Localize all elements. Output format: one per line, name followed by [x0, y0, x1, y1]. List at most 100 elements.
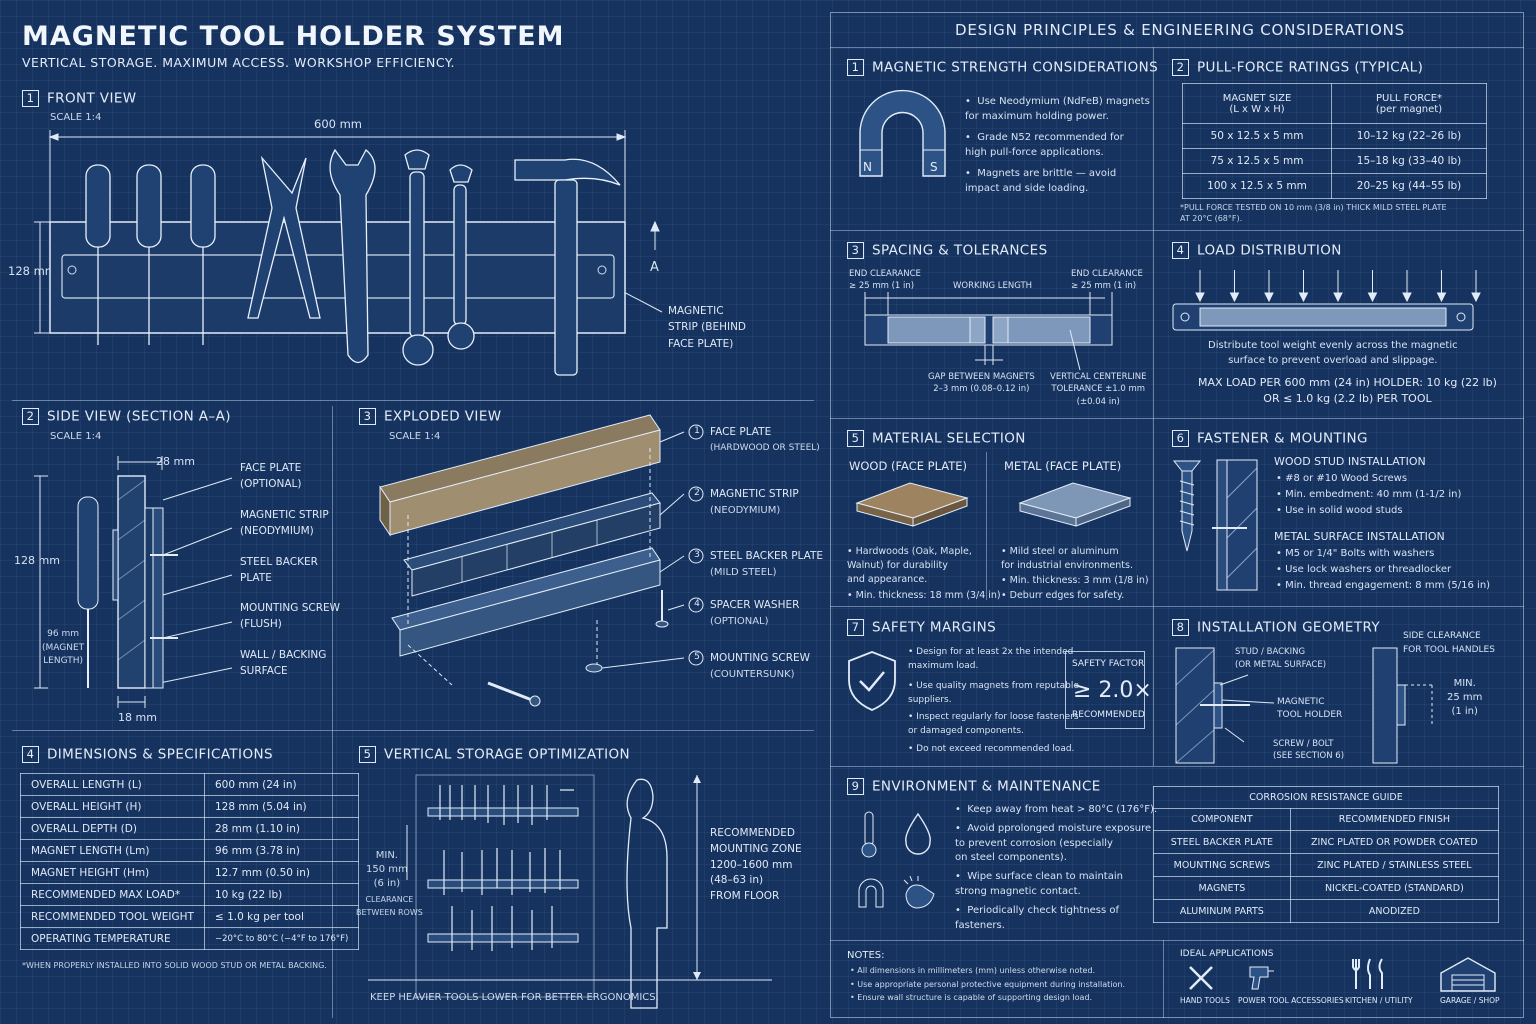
spec-label: MAGNET LENGTH (Lm) [20, 839, 205, 862]
s1-bullet-2: • Grade N52 recommended for high pull-fo… [965, 132, 1124, 158]
page-subtitle: VERTICAL STORAGE. MAXIMUM ACCESS. WORKSH… [22, 55, 455, 70]
spec-label: MAGNET HEIGHT (Hm) [20, 861, 205, 884]
corrosion-header-finish: RECOMMENDED FINISH [1289, 808, 1500, 831]
side-view-drawing [34, 456, 233, 708]
part-3-number: 3 [694, 550, 700, 560]
safety-factor-box [1065, 651, 1145, 729]
s7-bullet-3: • Inspect regularly for loose fasteners … [908, 712, 1079, 736]
note-3: • Ensure wall structure is capable of su… [850, 993, 1093, 1002]
load-arrow-head [1264, 292, 1274, 303]
s9-bullet-4: • Periodically check tightness of fasten… [955, 905, 1119, 931]
corrosion-component-3: MAGNETS [1153, 876, 1291, 900]
power-drill-icon [1249, 966, 1274, 990]
load-arrow-head [1436, 292, 1447, 303]
front-view-scale: SCALE 1:4 [50, 112, 102, 123]
side-label-strip: MAGNETIC STRIP (NEODYMIUM) [240, 509, 329, 537]
part-2-name: MAGNETIC STRIP [710, 488, 799, 500]
s7-bullet-2: • Use quality magnets from reputable sup… [908, 681, 1079, 705]
shield-check-icon [848, 651, 896, 711]
corrosion-finish-2: ZINC PLATED / STAINLESS STEEL [1289, 853, 1500, 877]
water-drop-icon [905, 812, 931, 855]
wood-stud-bullet-1: • #8 or #10 Wood Screws [1276, 473, 1408, 484]
metal-surface-heading: METAL SURFACE INSTALLATION [1274, 530, 1445, 543]
spec-label: RECOMMENDED MAX LOAD* [20, 883, 205, 906]
load-arrow-head [1298, 292, 1309, 303]
load-arrow-head [1367, 292, 1378, 303]
part-5-sub: (COUNTERSUNK) [710, 669, 795, 680]
spec-label: OVERALL DEPTH (D) [20, 817, 205, 840]
s7-bullet-4: • Do not exceed recommended load. [908, 744, 1075, 754]
pull-force-size-3: 100 x 12.5 x 5 mm [1181, 173, 1333, 199]
screw-bolt-label: SCREW / BOLT (SEE SECTION 6) [1273, 739, 1345, 762]
pull-force-table: MAGNET SIZE (L x W x H)PULL FORCE* (per … [1181, 83, 1487, 199]
part-5-name: MOUNTING SCREW [710, 652, 811, 664]
spec-label: OPERATING TEMPERATURE [20, 927, 205, 950]
app-kitchen: KITCHEN / UTILITY [1345, 996, 1413, 1005]
side-label-screw: MOUNTING SCREW (FLUSH) [240, 602, 341, 630]
load-arrow-head [1471, 292, 1481, 303]
section-marker: A [650, 260, 659, 275]
spec-row: MAGNET HEIGHT (Hm)12.7 mm (0.50 in) [20, 861, 360, 884]
wood-stud-bullet-2: • Min. embedment: 40 mm (1-1/2 in) [1276, 489, 1462, 500]
spec-label: OVERALL HEIGHT (H) [20, 795, 205, 818]
row-clearance-value: MIN. 150 mm (6 in) [366, 850, 408, 889]
end-clearance-right: END CLEARANCE ≥ 25 mm (1 in) [1071, 269, 1143, 292]
right-panel-title: DESIGN PRINCIPLES & ENGINEERING CONSIDER… [955, 21, 1405, 39]
side-magnet-dim: 96 mm (MAGNET LENGTH) [42, 629, 85, 666]
side-label-backer: STEEL BACKER PLATE [240, 556, 318, 584]
garage-icon [1440, 957, 1496, 992]
load-arrow-head [1195, 292, 1205, 303]
page-title: MAGNETIC TOOL HOLDER SYSTEM [22, 21, 565, 52]
corrosion-finish-1: ZINC PLATED OR POWDER COATED [1289, 830, 1500, 854]
installation-geometry-drawing [1175, 647, 1433, 764]
corrosion-component-1: STEEL BACKER PLATE [1153, 830, 1291, 854]
spec-row: MAGNET LENGTH (Lm)96 mm (3.78 in) [20, 839, 360, 862]
vertical-storage-drawing [368, 774, 772, 1009]
part-3-sub: (MILD STEEL) [710, 567, 777, 578]
spec-row: OVERALL LENGTH (L)600 mm (24 in) [20, 773, 360, 796]
magnet-icon [858, 878, 884, 908]
app-hand-tools: HAND TOOLS [1180, 996, 1230, 1005]
safety-factor-value: ≥ 2.0× [1073, 678, 1152, 703]
centerline-tolerance-label: VERTICAL CENTERLINE TOLERANCE ±1.0 mm (±… [1050, 372, 1147, 407]
metal-surface-bullet-1: • M5 or 1/4" Bolts with washers [1276, 548, 1435, 559]
wood-bullet-2: • Min. thickness: 18 mm (3/4 in) [847, 590, 1001, 601]
load-arrows-diagram [1172, 270, 1481, 331]
metal-bullet-3: • Deburr edges for safety. [1001, 590, 1125, 601]
mounting-zone-label: RECOMMENDED MOUNTING ZONE 1200–1600 mm (… [710, 827, 802, 902]
specs-table: OVERALL LENGTH (L)600 mm (24 in)OVERALL … [20, 773, 360, 950]
corrosion-header-component: COMPONENT [1153, 808, 1291, 831]
pull-force-size-2: 75 x 12.5 x 5 mm [1181, 148, 1333, 174]
corrosion-component-4: ALUMINUM PARTS [1153, 899, 1291, 923]
load-arrow-head [1333, 292, 1343, 303]
pull-force-value-3: 20–25 kg (44–55 lb) [1331, 173, 1487, 199]
note-1: • All dimensions in millimeters (mm) unl… [850, 966, 1096, 975]
applications-title: IDEAL APPLICATIONS [1180, 949, 1274, 959]
side-label-face: FACE PLATE (OPTIONAL) [240, 462, 302, 490]
pull-force-note: *PULL FORCE TESTED ON 10 mm (3/8 in) THI… [1180, 203, 1447, 223]
specs-note: *WHEN PROPERLY INSTALLED INTO SOLID WOOD… [22, 961, 327, 970]
spec-value: −20°C to 80°C (−4°F to 176°F) [203, 927, 360, 950]
wood-heading: WOOD (FACE PLATE) [849, 459, 968, 473]
exploded-view-drawing [379, 414, 704, 707]
part-2-sub: (NEODYMIUM) [710, 505, 781, 516]
wood-stud-bullet-3: • Use in solid wood studs [1276, 505, 1403, 516]
corrosion-title: CORROSION RESISTANCE GUIDE [1153, 786, 1499, 809]
part-1-name: FACE PLATE [710, 426, 772, 438]
spec-value: 128 mm (5.04 in) [203, 795, 360, 818]
front-strip-label: MAGNETIC STRIP (BEHIND FACE PLATE) [668, 305, 747, 350]
spec-row: OPERATING TEMPERATURE−20°C to 80°C (−4°F… [20, 927, 360, 950]
wood-sample-icon [855, 482, 969, 527]
side-clearance-min: MIN. 25 mm (1 in) [1447, 678, 1483, 717]
metal-bullet-2: • Min. thickness: 3 mm (1/8 in) [1001, 575, 1149, 586]
corrosion-finish-4: ANODIZED [1289, 899, 1500, 923]
corrosion-finish-3: NICKEL-COATED (STANDARD) [1289, 876, 1500, 900]
